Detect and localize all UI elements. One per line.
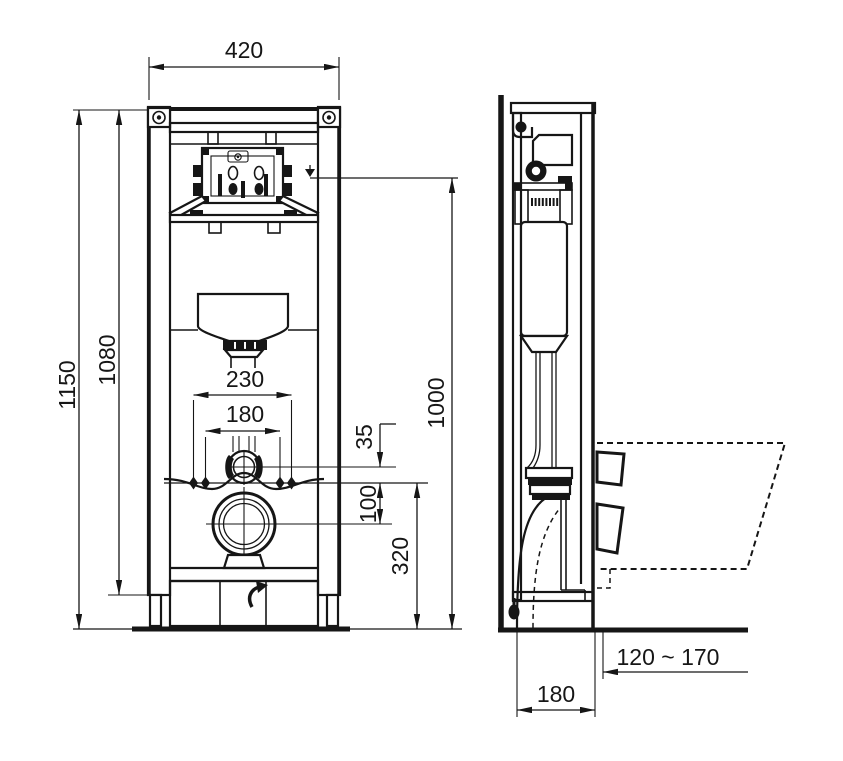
- dim-flush-offset-label: 35: [351, 424, 377, 450]
- flush-pipe-front: [225, 436, 263, 485]
- dim-total-height: 1150: [54, 109, 147, 629]
- dim-front-width-label: 420: [225, 37, 263, 63]
- dim-outlet-adjust: 120 ~ 170: [602, 632, 748, 679]
- screw-icon: [234, 153, 242, 161]
- dim-fixing-to-outlet: 100: [355, 483, 384, 524]
- dim-depth: 180: [516, 632, 596, 717]
- fixing-bolt-icon: [287, 476, 296, 490]
- cistern-side: [518, 220, 570, 469]
- dim-flush-height-label: 1000: [423, 377, 449, 428]
- dim-front-width: 420: [148, 37, 340, 100]
- water-level-icon: [305, 169, 315, 177]
- drain-bend-side: [508, 495, 586, 629]
- dim-frame-height: 1080: [94, 110, 167, 596]
- dim-inner-fixing-label: 180: [226, 401, 264, 427]
- dim-flush-offset: 35: [262, 423, 396, 468]
- front-view: 420 1150 1080 1000 230: [54, 37, 462, 632]
- frame-front: [146, 105, 342, 597]
- fixing-bracket: [163, 471, 428, 491]
- toilet-bowl-outline: [595, 442, 787, 589]
- flush-connector-side: [524, 466, 574, 500]
- frame-bottom: [148, 566, 340, 628]
- side-view: 180 120 ~ 170: [498, 95, 787, 717]
- corner-hole-icon: [152, 110, 166, 125]
- fixing-bolt-icon: [201, 476, 210, 490]
- cistern-front: [170, 292, 318, 368]
- foot-left: [148, 593, 163, 628]
- dim-outlet-height-label: 320: [387, 537, 413, 575]
- water-level-mark: [305, 165, 458, 179]
- stop-valve-icon: [508, 604, 520, 620]
- fixing-bolt-icon: [189, 476, 198, 490]
- dim-inner-fixing: 180: [204, 401, 281, 478]
- fixing-bolt-icon: [275, 476, 285, 490]
- dim-outer-fixing-label: 230: [226, 366, 264, 392]
- inlet-valve: [512, 133, 574, 225]
- flush-lug: [595, 450, 626, 487]
- dim-frame-height-label: 1080: [94, 334, 120, 385]
- drain-outlet-front: [206, 487, 392, 570]
- dim-outlet-adjust-label: 120 ~ 170: [617, 644, 720, 670]
- corner-hole-icon: [322, 110, 336, 125]
- dim-depth-label: 180: [537, 681, 575, 707]
- flush-unit: [193, 146, 292, 205]
- dim-outer-fixing: 230: [192, 366, 293, 478]
- foot-right: [325, 593, 340, 628]
- dim-outlet-height: 320: [387, 483, 421, 629]
- dim-fixing-to-outlet-label: 100: [355, 485, 381, 523]
- top-crossbar: [168, 121, 320, 134]
- outlet-lug: [595, 502, 625, 555]
- drain-direction-icon: [256, 581, 268, 593]
- keyhole-icon: [253, 165, 265, 181]
- keyhole-icon: [227, 165, 239, 181]
- support-struts: [168, 194, 320, 234]
- frame-side: [509, 101, 597, 628]
- dim-flush-height: 1000: [423, 178, 456, 629]
- dim-total-height-label: 1150: [54, 360, 80, 409]
